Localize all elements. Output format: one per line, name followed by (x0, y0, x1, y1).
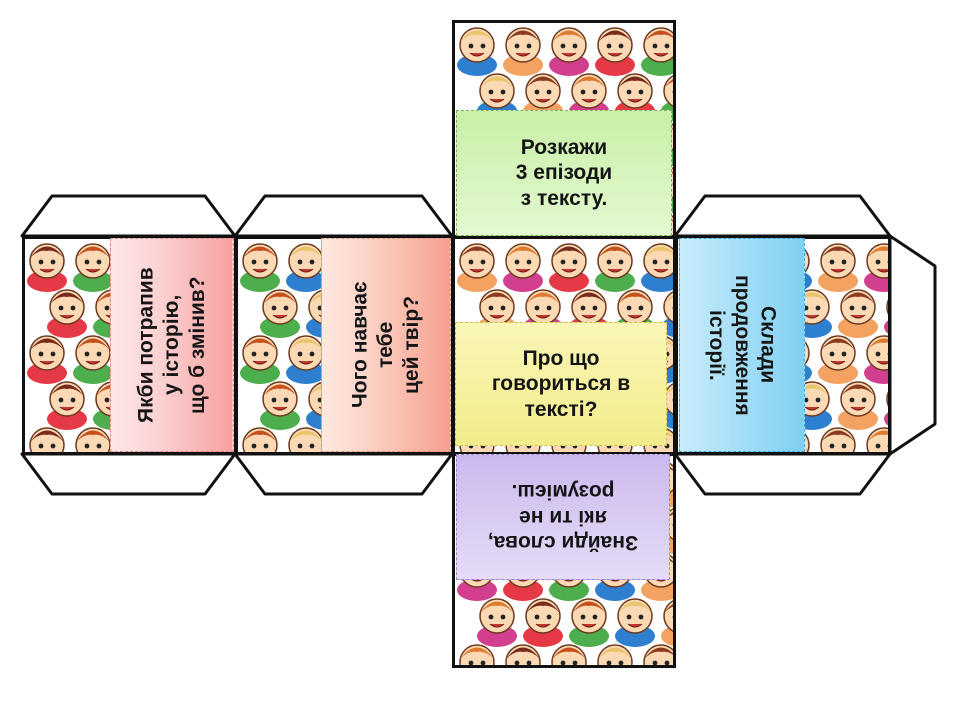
question-card-second: Чого навчає тебе цей твір? (321, 238, 451, 452)
child-face (661, 600, 673, 647)
card-line: тексті? (524, 397, 598, 421)
child-face (477, 598, 517, 647)
child-face (864, 243, 888, 292)
child-face (29, 427, 65, 452)
child-face (884, 299, 888, 334)
question-card-right: Склади продовження історії. (679, 238, 805, 452)
child-face (286, 335, 326, 384)
child-face (643, 644, 673, 665)
child-face (457, 243, 497, 292)
child-face (818, 335, 858, 384)
child-face (866, 427, 888, 452)
card-line: цей твір? (399, 295, 423, 395)
card-line: розумієш. (511, 480, 615, 504)
card-line: продовження (730, 274, 754, 416)
child-face (240, 335, 280, 384)
glue-tab (20, 194, 237, 238)
child-face (549, 27, 589, 76)
child-face (838, 289, 878, 338)
child-face (47, 381, 87, 430)
child-face (47, 289, 87, 338)
glue-tab (233, 194, 454, 238)
child-face (641, 243, 673, 292)
child-face (523, 598, 563, 647)
child-face (27, 243, 67, 292)
child-face (551, 644, 587, 665)
child-face (27, 335, 67, 384)
card-line: з тексту. (520, 186, 608, 210)
glue-tab (673, 194, 892, 238)
question-card-center: Про що говориться в тексті? (455, 322, 667, 446)
card-line: тебе (374, 321, 398, 369)
child-face (549, 243, 589, 292)
card-line: у історію, (160, 294, 184, 396)
child-face (595, 243, 635, 292)
child-face (569, 598, 609, 647)
child-face (459, 644, 495, 665)
question-card-left: Якби потрапив у історію, що б змінив? (110, 238, 234, 452)
card-line: Чого навчає (348, 281, 372, 409)
glue-tab (888, 234, 937, 456)
card-line: які ти не (519, 505, 607, 529)
child-face (75, 427, 111, 452)
card-line: що б змінив? (185, 276, 209, 414)
question-card-top: Розкажи 3 епізоди з тексту. (456, 110, 672, 236)
card-line: Про що (522, 346, 600, 370)
child-face (595, 27, 635, 76)
child-face (240, 243, 280, 292)
glue-tab (20, 452, 237, 496)
card-line: Склади (756, 306, 780, 384)
question-card-bottom: Знайди слова, які ти не розумієш. (456, 454, 670, 580)
child-face (242, 427, 278, 452)
child-face (260, 289, 300, 338)
card-line: говориться в (491, 372, 631, 396)
card-line: 3 епізоди (515, 161, 613, 185)
child-face (641, 27, 673, 76)
child-face (838, 381, 878, 430)
card-line: Якби потрапив (134, 267, 158, 423)
child-face (820, 427, 856, 452)
glue-tab (233, 452, 454, 496)
card-line: історії. (705, 309, 729, 381)
card-line: Знайди слова, (487, 531, 639, 555)
child-face (73, 335, 113, 384)
card-line: Розкажи (520, 135, 608, 159)
child-face (818, 243, 858, 292)
child-face (864, 335, 888, 384)
child-face (260, 381, 300, 430)
child-face (597, 644, 633, 665)
child-face (505, 644, 541, 665)
child-face (503, 243, 543, 292)
glue-tab (673, 452, 892, 496)
child-face (288, 427, 324, 452)
child-face (615, 598, 655, 647)
child-face (457, 27, 497, 76)
child-face (503, 27, 543, 76)
child-face (286, 243, 326, 292)
child-face (73, 243, 113, 292)
child-face (884, 391, 888, 426)
